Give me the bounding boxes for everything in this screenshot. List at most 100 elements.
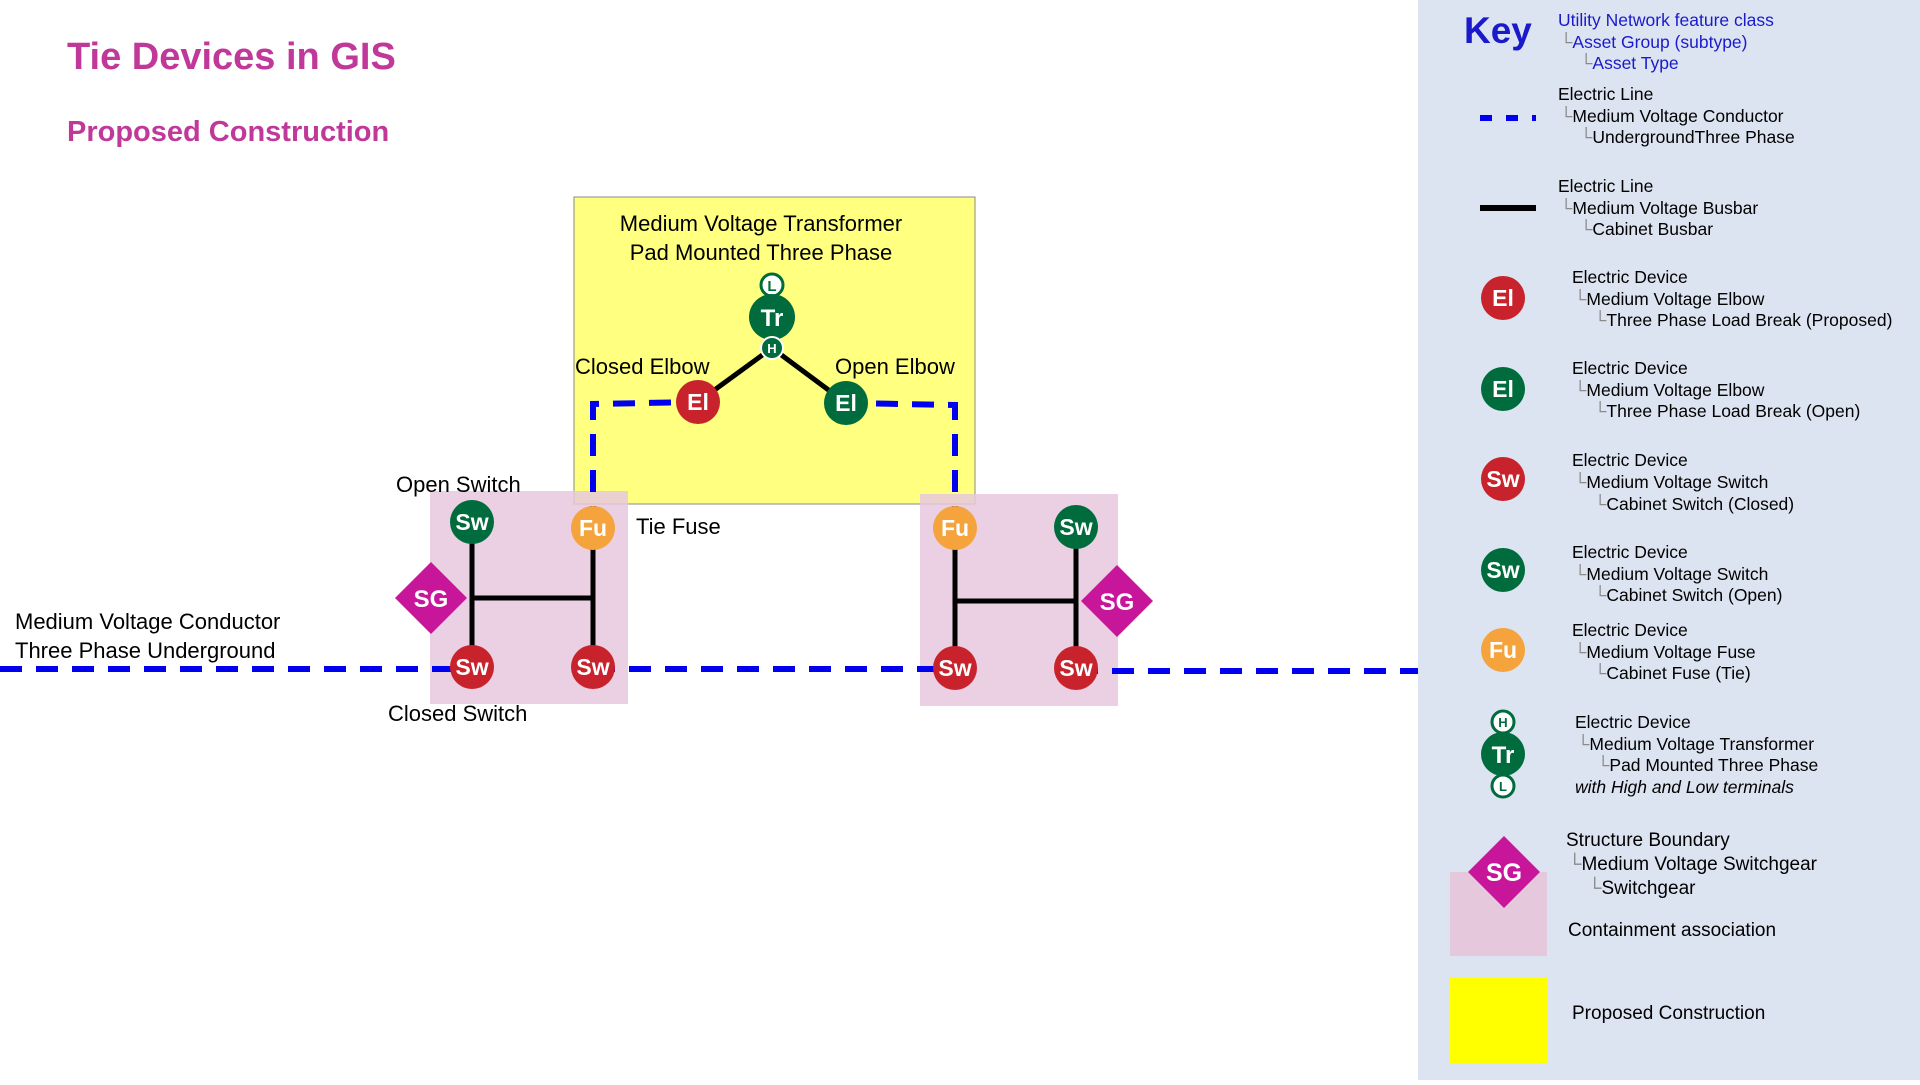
left-closed-switch-2-symbol[interactable]: Sw bbox=[571, 645, 615, 689]
legend-switchgear-icon: SG bbox=[1468, 836, 1540, 908]
transformer-letter: Tr bbox=[761, 305, 784, 332]
legend-fuse-l1: Electric Device bbox=[1572, 620, 1688, 640]
legend-proposed-label: Proposed Construction bbox=[1572, 1003, 1766, 1024]
legend-transformer-l1: Electric Device bbox=[1575, 712, 1691, 732]
legend-switch-closed-icon: Sw bbox=[1481, 457, 1525, 501]
legend-conductor-l1: Electric Line bbox=[1558, 84, 1654, 104]
left-closed-switch-1-symbol[interactable]: Sw bbox=[450, 645, 494, 689]
legend-containment-label: Containment association bbox=[1568, 920, 1777, 941]
right-switchgear-symbol[interactable]: SG bbox=[1081, 565, 1153, 637]
svg-text:SG: SG bbox=[1100, 589, 1135, 616]
legend-switch-open-l2: └Medium Voltage Switch bbox=[1574, 564, 1769, 584]
svg-text:Sw: Sw bbox=[938, 655, 971, 681]
transformer-label-line1: Medium Voltage Transformer bbox=[619, 211, 903, 236]
open-elbow-label: Open Elbow bbox=[835, 354, 955, 379]
svg-text:Sw: Sw bbox=[576, 654, 609, 680]
legend-elbow-proposed-icon: El bbox=[1481, 276, 1525, 320]
legend-busbar-l1: Electric Line bbox=[1558, 176, 1654, 196]
legend-proposed-swatch bbox=[1450, 978, 1547, 1063]
high-terminal-letter: H bbox=[767, 341, 776, 356]
left-switchgear-symbol[interactable]: SG bbox=[395, 562, 467, 634]
closed-elbow-label: Closed Elbow bbox=[575, 354, 710, 379]
conductor-label-line2: Three Phase Underground bbox=[15, 638, 276, 663]
svg-text:Sw: Sw bbox=[1486, 557, 1519, 583]
low-terminal-letter: L bbox=[767, 278, 776, 295]
high-terminal-icon bbox=[760, 336, 784, 360]
transformer-label-line2: Pad Mounted Three Phase bbox=[629, 240, 893, 265]
svg-text:Sw: Sw bbox=[1059, 514, 1092, 540]
legend-elbow-proposed-l3: └Three Phase Load Break (Proposed) bbox=[1594, 310, 1893, 330]
right-tie-fuse-symbol[interactable]: Fu bbox=[933, 506, 977, 550]
legend-fuse-l3: └Cabinet Fuse (Tie) bbox=[1594, 663, 1751, 683]
svg-text:Sw: Sw bbox=[1059, 655, 1092, 681]
svg-text:Fu: Fu bbox=[579, 515, 607, 541]
svg-text:Sw: Sw bbox=[1486, 466, 1519, 492]
legend-header-line1: Utility Network feature class bbox=[1558, 10, 1774, 30]
svg-text:El: El bbox=[835, 390, 857, 416]
legend-transformer-l2: └Medium Voltage Transformer bbox=[1577, 734, 1815, 754]
transformer-icon bbox=[749, 294, 795, 340]
legend-conductor-l2: └Medium Voltage Conductor bbox=[1560, 106, 1784, 126]
legend-fuse-icon: Fu bbox=[1481, 628, 1525, 672]
legend-busbar-l3: └Cabinet Busbar bbox=[1580, 219, 1714, 239]
open-switch-label: Open Switch bbox=[396, 472, 521, 497]
legend-transformer-icon: H Tr L bbox=[1481, 709, 1525, 799]
svg-text:Fu: Fu bbox=[941, 515, 969, 541]
open-elbow-symbol[interactable]: El bbox=[824, 381, 868, 425]
legend-transformer-l4: with High and Low terminals bbox=[1575, 777, 1794, 797]
legend-panel: Key Utility Network feature class └Asset… bbox=[1418, 0, 1920, 1080]
svg-text:H: H bbox=[1498, 715, 1507, 730]
conductor-lines bbox=[0, 399, 1418, 674]
svg-text:El: El bbox=[1492, 285, 1514, 311]
page-subtitle: Proposed Construction bbox=[67, 116, 390, 148]
conductor-to-open-elbow bbox=[845, 400, 958, 528]
svg-text:El: El bbox=[687, 389, 709, 415]
svg-text:Sw: Sw bbox=[455, 509, 488, 535]
legend-elbow-open-l3: └Three Phase Load Break (Open) bbox=[1594, 401, 1861, 421]
legend-header-line3: └Asset Type bbox=[1580, 53, 1679, 73]
legend-busbar-swatch bbox=[1480, 205, 1536, 211]
tie-fuse-label: Tie Fuse bbox=[636, 514, 721, 539]
transformer-label: Medium Voltage Transformer Pad Mounted T… bbox=[600, 209, 922, 267]
svg-text:SG: SG bbox=[414, 586, 449, 613]
legend-switch-closed-l3: └Cabinet Switch (Closed) bbox=[1594, 494, 1795, 514]
svg-text:L: L bbox=[1499, 779, 1507, 794]
page-title: Tie Devices in GIS bbox=[67, 36, 396, 78]
legend-elbow-open-l1: Electric Device bbox=[1572, 358, 1688, 378]
legend-conductor-swatch bbox=[1480, 115, 1536, 121]
legend-switch-open-l1: Electric Device bbox=[1572, 542, 1688, 562]
legend-fuse-l2: └Medium Voltage Fuse bbox=[1574, 642, 1756, 662]
svg-text:Fu: Fu bbox=[1489, 637, 1517, 663]
right-open-switch-symbol[interactable]: Sw bbox=[1054, 505, 1098, 549]
legend-conductor-l3: └UndergroundThree Phase bbox=[1580, 127, 1795, 147]
svg-text:SG: SG bbox=[1486, 859, 1522, 887]
legend-switchgear-l2: └Medium Voltage Switchgear bbox=[1568, 854, 1817, 875]
right-closed-switch-1-symbol[interactable]: Sw bbox=[933, 646, 977, 690]
svg-text:Tr: Tr bbox=[1492, 742, 1515, 769]
legend-switchgear-l3: └Switchgear bbox=[1588, 878, 1696, 899]
legend-switch-closed-l2: └Medium Voltage Switch bbox=[1574, 472, 1769, 492]
transformer-symbol[interactable]: L Tr H bbox=[749, 272, 795, 360]
legend-switch-open-l3: └Cabinet Switch (Open) bbox=[1594, 585, 1783, 605]
legend-switch-closed-l1: Electric Device bbox=[1572, 450, 1688, 470]
conductor-label-line1: Medium Voltage Conductor bbox=[15, 609, 281, 634]
svg-text:Sw: Sw bbox=[455, 654, 488, 680]
conductor-to-closed-elbow bbox=[590, 399, 699, 528]
conductor-label: Medium Voltage Conductor Three Phase Und… bbox=[15, 607, 280, 665]
right-closed-switch-2-symbol[interactable]: Sw bbox=[1054, 646, 1098, 690]
legend-elbow-open-l2: └Medium Voltage Elbow bbox=[1574, 380, 1765, 400]
closed-elbow-symbol[interactable]: El bbox=[676, 380, 720, 424]
legend-busbar-l2: └Medium Voltage Busbar bbox=[1560, 198, 1759, 218]
legend-header-line2: └Asset Group (subtype) bbox=[1560, 32, 1748, 52]
left-open-switch-symbol[interactable]: Sw bbox=[450, 500, 494, 544]
legend-elbow-open-icon: El bbox=[1481, 367, 1525, 411]
legend-transformer-l3: └Pad Mounted Three Phase bbox=[1597, 755, 1819, 775]
legend-title: Key bbox=[1464, 10, 1532, 51]
legend-switch-open-icon: Sw bbox=[1481, 548, 1525, 592]
legend-elbow-proposed-l1: Electric Device bbox=[1572, 267, 1688, 287]
legend-switchgear-l1: Structure Boundary bbox=[1566, 830, 1730, 851]
left-tie-fuse-symbol[interactable]: Fu bbox=[571, 506, 615, 550]
svg-text:El: El bbox=[1492, 376, 1514, 402]
